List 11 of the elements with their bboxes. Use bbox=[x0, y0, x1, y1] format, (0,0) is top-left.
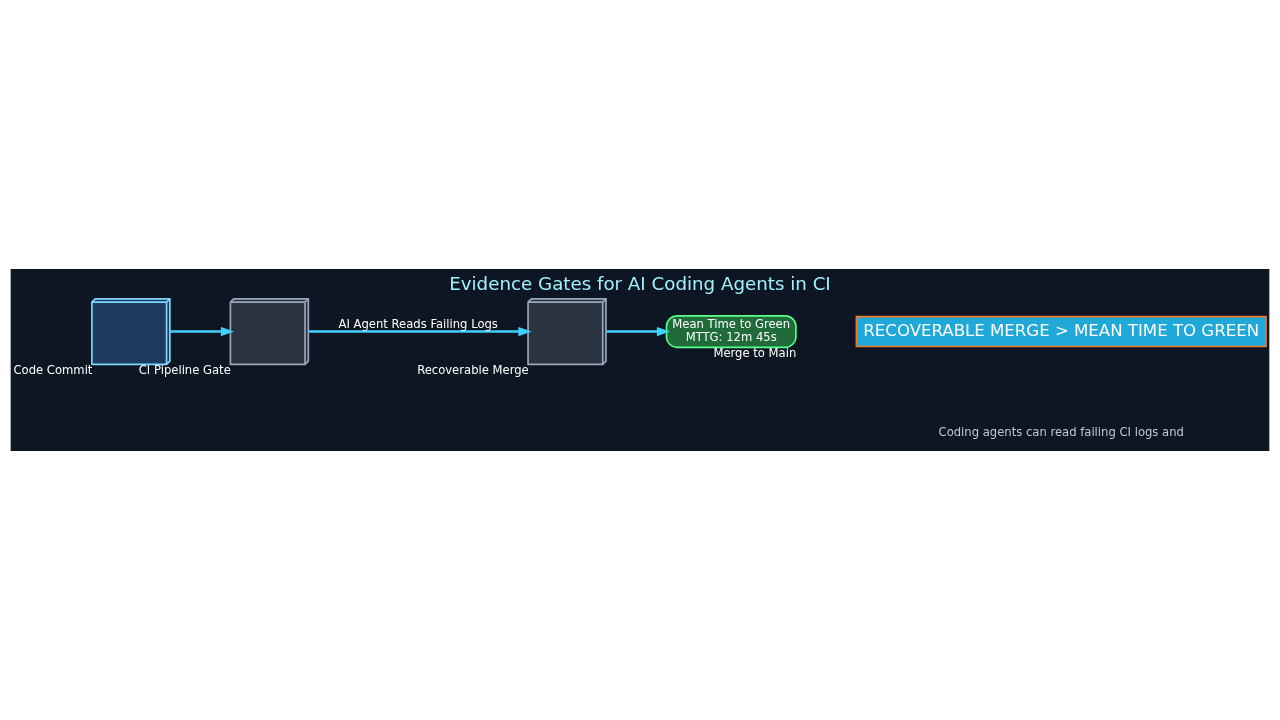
arrow bbox=[170, 326, 235, 337]
diagram-title: Evidence Gates for AI Coding Agents in CI bbox=[449, 273, 831, 295]
arrow bbox=[308, 326, 532, 337]
node-label: CI Pipeline Gate bbox=[138, 362, 231, 377]
node-label: Code Commit bbox=[13, 362, 93, 377]
edge-label: AI Agent Reads Failing Logs bbox=[338, 317, 498, 332]
caption: Coding agents can read failing CI logs and bbox=[938, 424, 1184, 439]
node-label: Recoverable Merge bbox=[417, 362, 529, 377]
arrow bbox=[606, 326, 671, 337]
node-box: Mean Time to Green MTTG: 12m 45s bbox=[665, 315, 797, 349]
label: RECOVERABLE MERGE > MEAN TIME TO GREEN bbox=[863, 320, 1260, 340]
